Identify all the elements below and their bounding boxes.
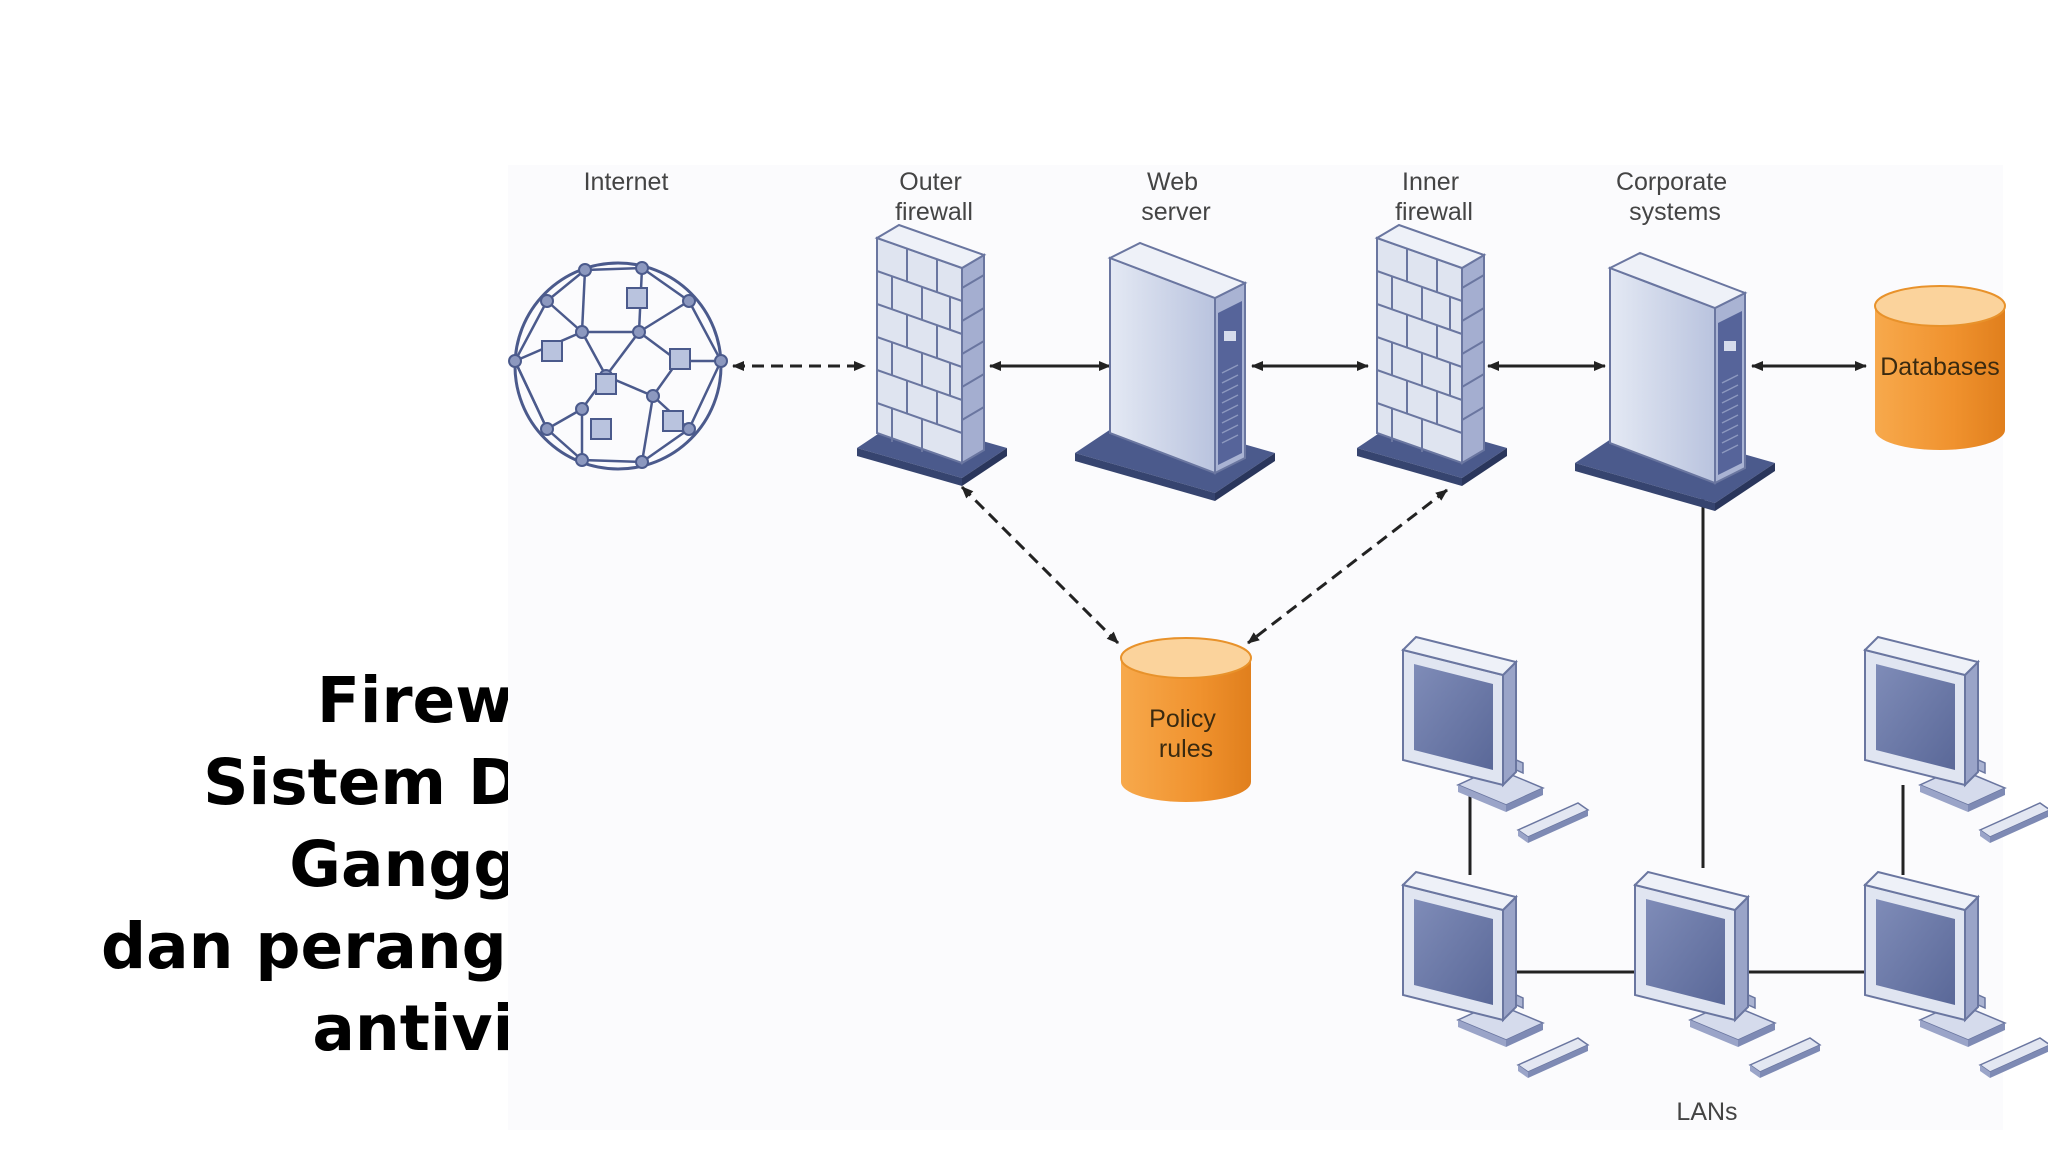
label-outer-firewall: Outer firewall: [895, 168, 973, 226]
outer-firewall-icon: [856, 224, 1008, 487]
diagram-background: [508, 165, 2003, 1130]
label-databases: Databases: [1880, 353, 2000, 381]
label-web-server: Web server: [1141, 168, 1210, 226]
label-policy-rules: Policy rules: [1149, 705, 1223, 763]
label-lans: LANs: [1676, 1098, 1737, 1126]
inner-firewall-icon: [1356, 224, 1508, 487]
inner-firewall-policy-link: [1247, 488, 1448, 645]
label-corporate-systems: Corporate systems: [1616, 168, 1734, 226]
label-internet: Internet: [584, 168, 669, 196]
internet-globe-icon: [508, 261, 728, 471]
label-inner-firewall: Inner firewall: [1395, 168, 1473, 226]
